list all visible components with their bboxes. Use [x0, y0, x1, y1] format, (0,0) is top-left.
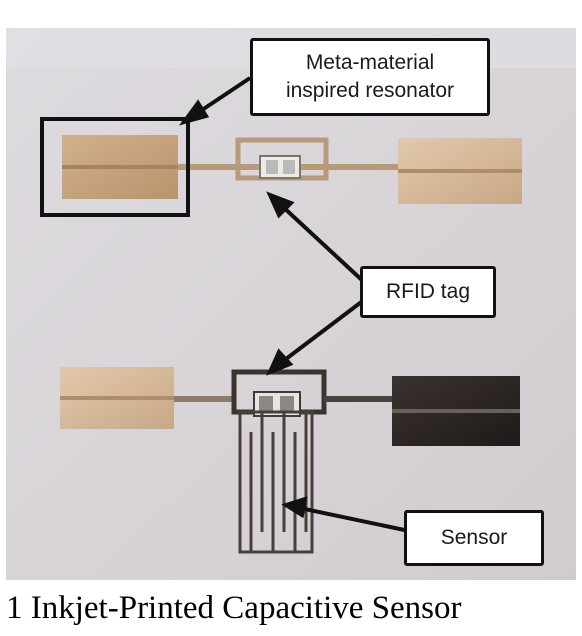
resonator-label-line2: inspired resonator [285, 79, 455, 102]
resonator-highlight-box [40, 117, 190, 217]
rfid-label: RFID tag [360, 266, 496, 318]
sensor-label-text: Sensor [440, 526, 508, 549]
resonator-label: Meta-material inspired resonator [250, 38, 490, 116]
figure-caption: 1 Inkjet-Printed Capacitive Sensor [6, 590, 462, 626]
bottom-device [60, 367, 520, 554]
interdigitated-electrodes [238, 410, 314, 554]
annotation-arrows [178, 76, 415, 534]
sensor-label: Sensor [404, 510, 544, 566]
top-device [62, 135, 522, 204]
resonator-label-line1: Meta-material [305, 51, 435, 74]
rfid-label-text: RFID tag [385, 280, 471, 303]
